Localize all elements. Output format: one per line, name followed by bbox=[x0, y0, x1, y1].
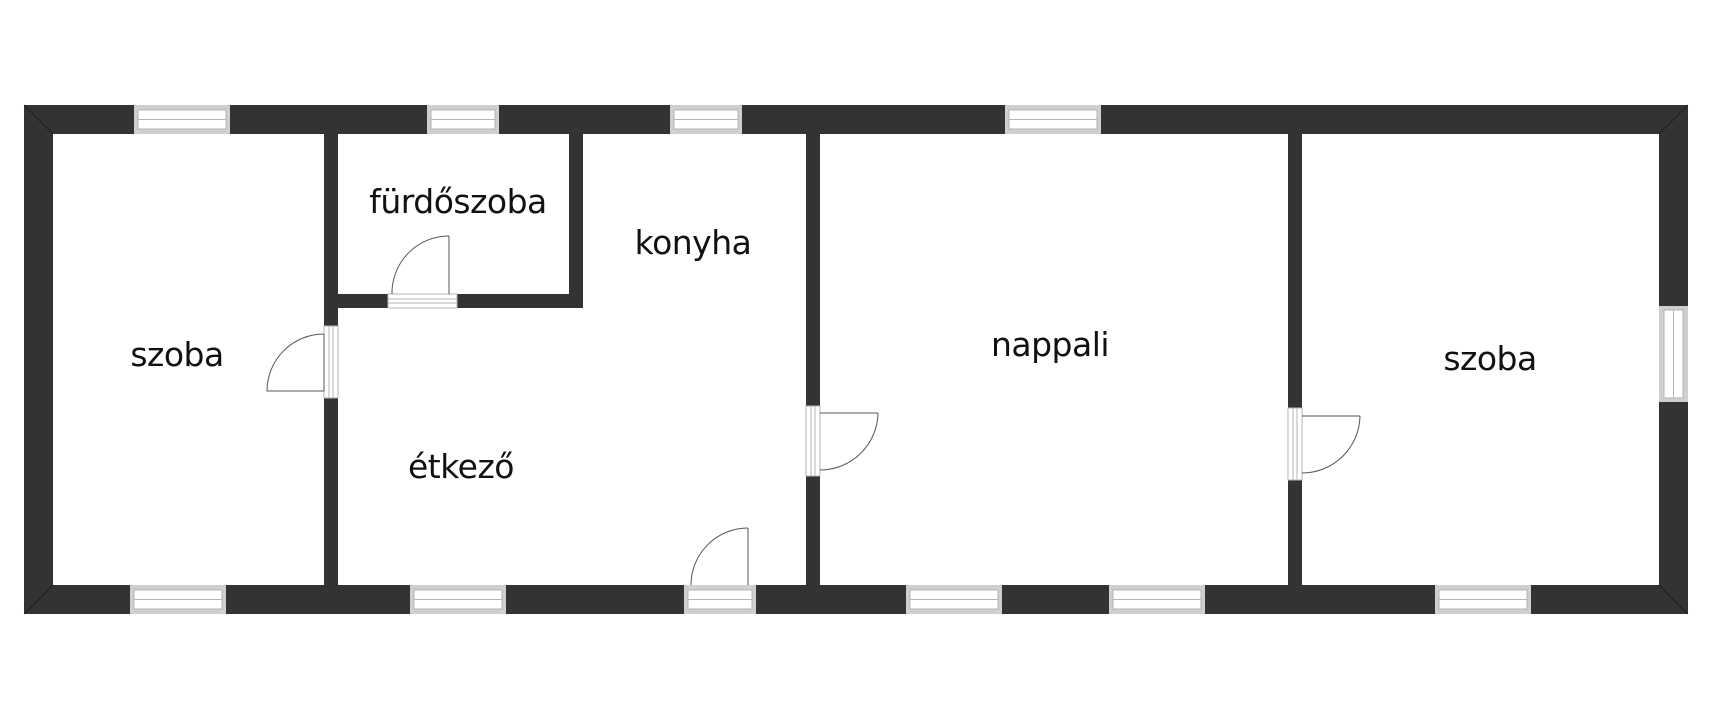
window-south-5 bbox=[1109, 585, 1205, 614]
wall-corner-lines bbox=[23, 104, 1689, 615]
window-south-1 bbox=[130, 585, 226, 614]
door-bathroom bbox=[387, 235, 458, 309]
window-south-4 bbox=[906, 585, 1002, 614]
room-labels: szoba fürdőszoba konyha étkező nappali s… bbox=[130, 182, 1537, 486]
window-north-4 bbox=[1005, 105, 1101, 134]
window-south-6 bbox=[1435, 585, 1531, 614]
room-label-szoba-west: szoba bbox=[130, 335, 223, 374]
wall-szoba-divider-lower bbox=[324, 398, 338, 585]
window-south-2 bbox=[410, 585, 506, 614]
wall-living-szoba-upper bbox=[1288, 134, 1302, 408]
door-living bbox=[805, 405, 879, 477]
room-label-konyha: konyha bbox=[635, 223, 752, 262]
wall-kitchen-living-lower bbox=[806, 476, 820, 585]
window-north-1 bbox=[134, 105, 230, 134]
room-label-nappali: nappali bbox=[991, 325, 1109, 364]
room-label-furdoszoba: fürdőszoba bbox=[369, 182, 547, 221]
wall-kitchen-living-upper bbox=[806, 134, 820, 406]
outer-walls bbox=[24, 105, 1688, 614]
wall-bathroom-south-right bbox=[457, 294, 583, 308]
wall-west bbox=[24, 105, 53, 614]
window-north-2 bbox=[427, 105, 499, 134]
wall-living-szoba-lower bbox=[1288, 480, 1302, 585]
window-south-3 bbox=[684, 585, 756, 614]
wall-north bbox=[24, 105, 1688, 134]
wall-szoba-divider-upper bbox=[324, 134, 338, 326]
wall-bathroom-east bbox=[569, 134, 583, 308]
door-szoba-east bbox=[1287, 407, 1361, 481]
door-szoba-west bbox=[266, 325, 339, 399]
room-label-etkezo: étkező bbox=[408, 447, 514, 486]
window-east bbox=[1659, 306, 1688, 402]
windows bbox=[130, 105, 1688, 614]
room-label-szoba-east: szoba bbox=[1443, 339, 1536, 378]
door-entrance bbox=[690, 527, 749, 586]
wall-south bbox=[24, 585, 1688, 614]
wall-bathroom-south-left bbox=[338, 294, 388, 308]
doors bbox=[266, 235, 1361, 586]
interior-walls bbox=[324, 134, 1302, 585]
window-north-3 bbox=[670, 105, 742, 134]
